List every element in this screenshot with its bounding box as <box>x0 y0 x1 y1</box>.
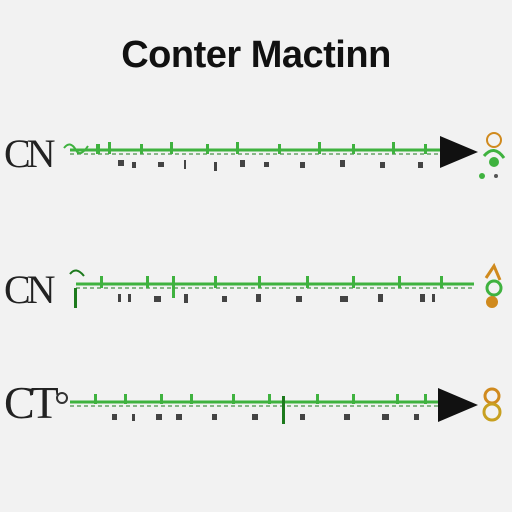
timeline-arrow-3 <box>56 387 502 424</box>
arrowhead <box>440 136 478 168</box>
diagram-title: Conter Mactinn <box>121 34 391 76</box>
row-label: CT <box>4 377 59 428</box>
arrowhead <box>438 388 478 422</box>
timeline-row-1: CN <box>0 130 512 210</box>
row-label: CN <box>4 131 56 176</box>
timeline-row-3: CT <box>0 377 512 460</box>
timeline-arrow-2 <box>69 262 503 308</box>
row-label: CN <box>4 267 56 312</box>
timeline-arrow-1 <box>63 132 506 179</box>
timeline-row-2: CN <box>0 258 512 338</box>
